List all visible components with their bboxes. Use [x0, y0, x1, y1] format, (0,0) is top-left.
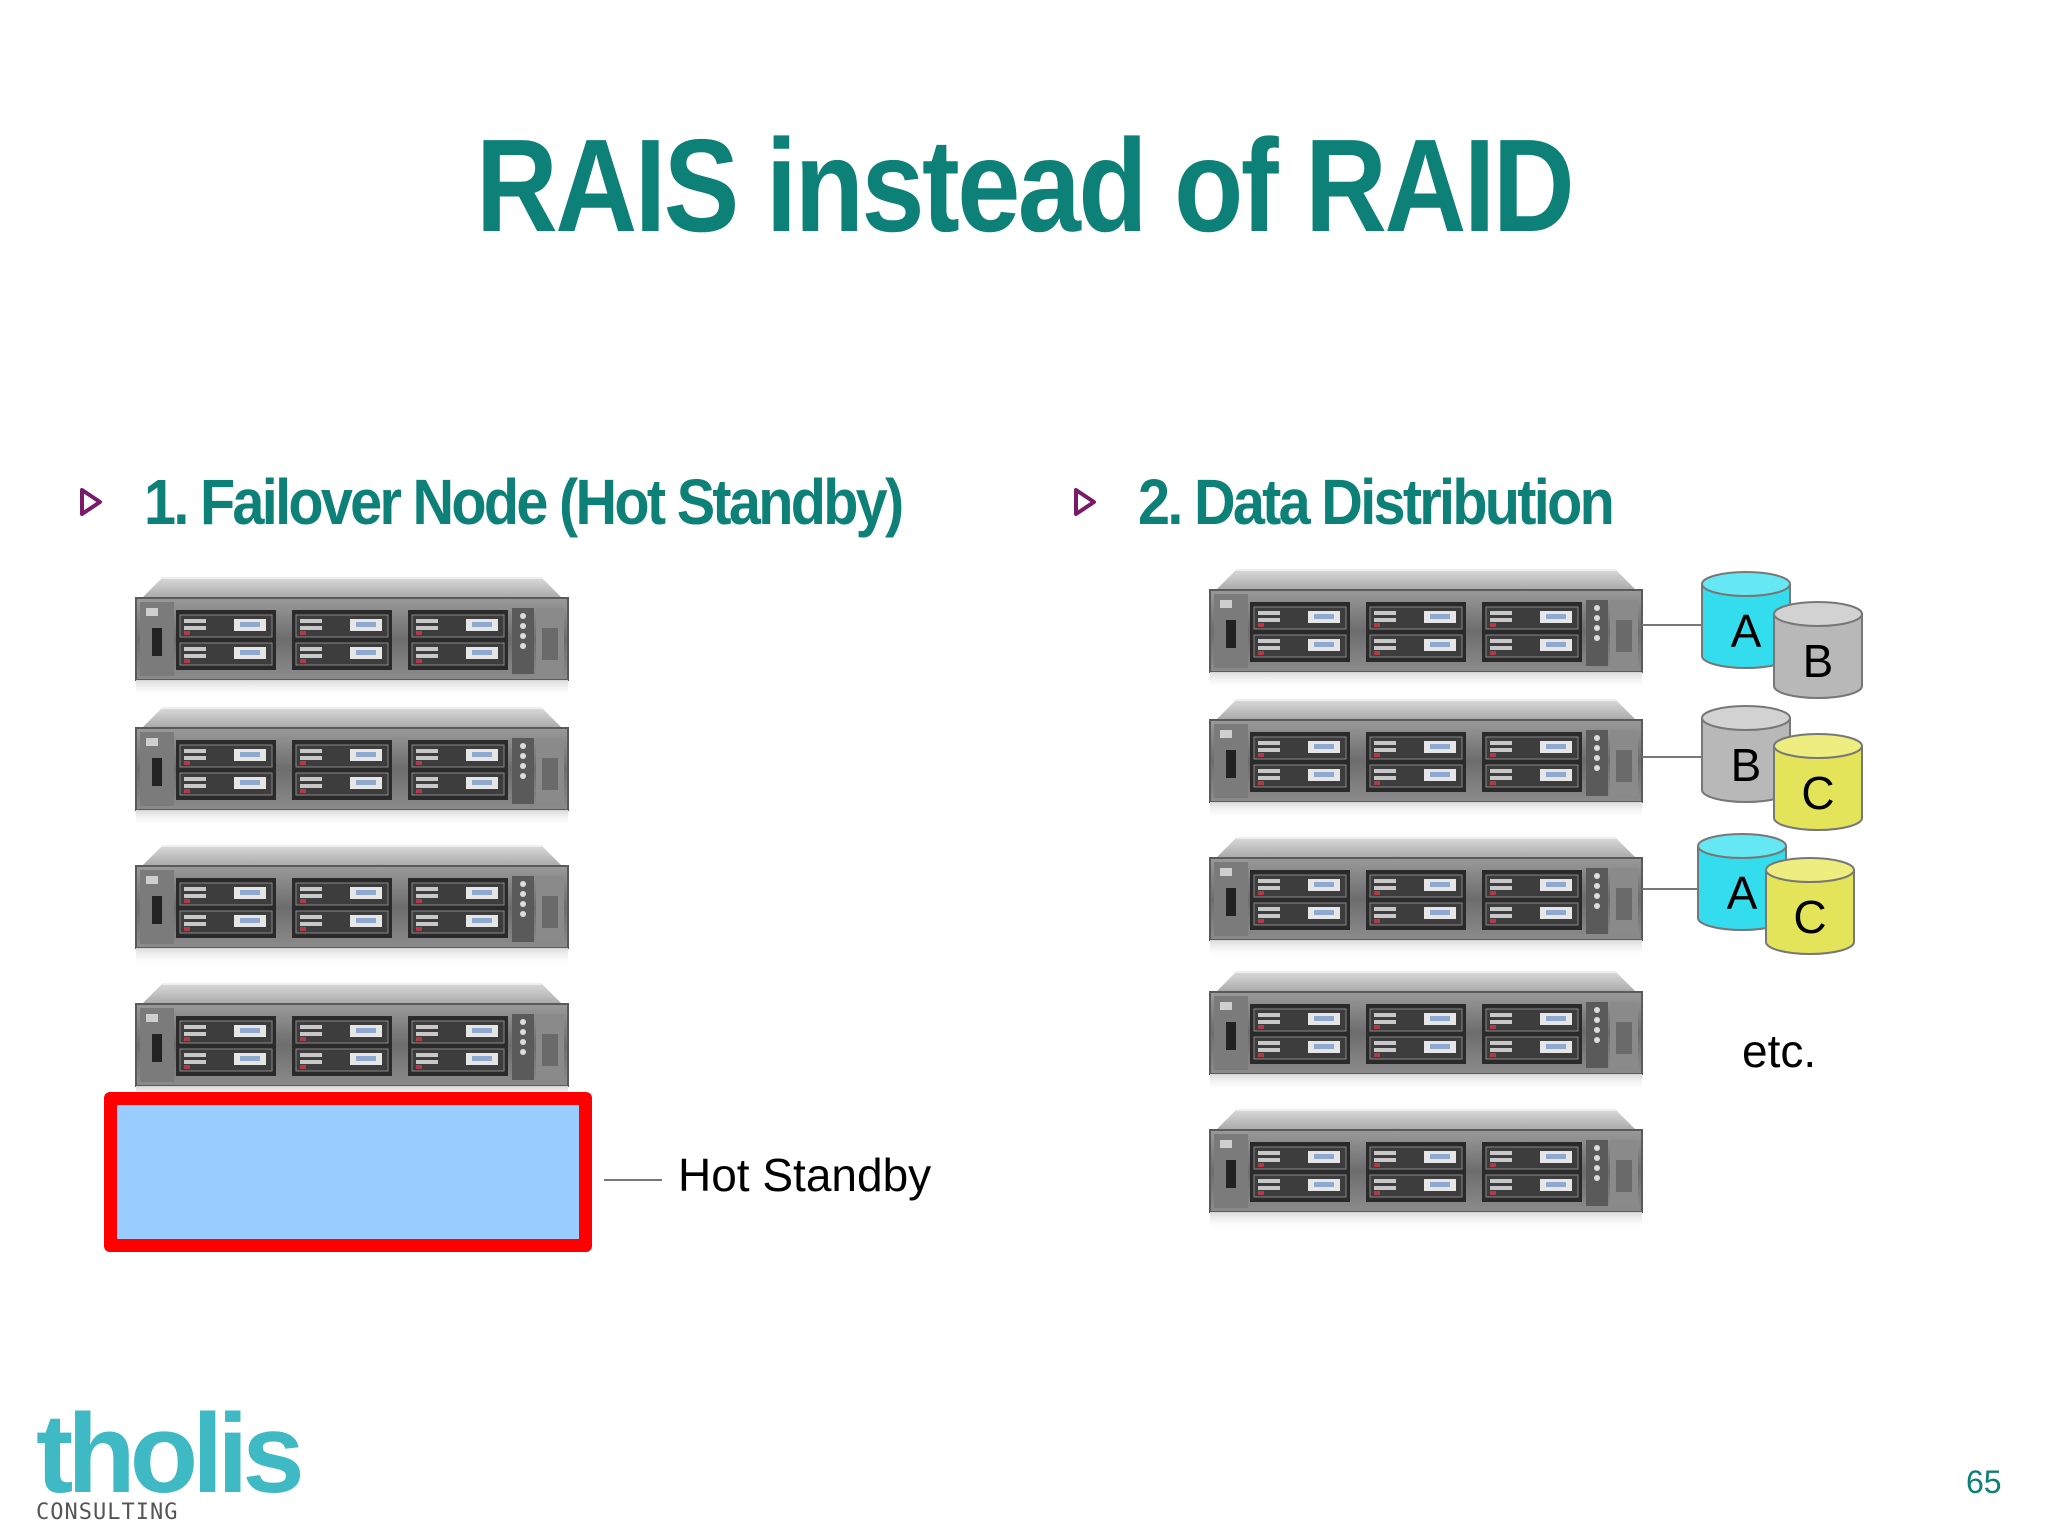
disk-gray: B [1772, 600, 1864, 700]
server-node-4 [132, 978, 572, 1108]
disk-connector [1642, 624, 1704, 626]
server-node-2 [132, 702, 572, 832]
page-number: 65 [1966, 1464, 2002, 1500]
disk-connector [1642, 756, 1704, 758]
disk-letter: A [1726, 867, 1758, 919]
disk-letter: B [1730, 739, 1762, 791]
disk-letter: C [1793, 891, 1827, 943]
bullet-text: 2. Data Distribution [1138, 466, 1615, 538]
disk-yellow: C [1772, 732, 1864, 832]
bullet-arrow-icon [1074, 488, 1096, 516]
server-node-b [1206, 694, 1646, 824]
server-node-e [1206, 1104, 1646, 1234]
disk-letter: C [1801, 767, 1835, 819]
server-node-a [1206, 564, 1646, 694]
disk-yellow: C [1764, 856, 1856, 956]
bullet-text: 1. Failover Node (Hot Standby) [144, 466, 904, 538]
tholis-logo: tholis [36, 1391, 305, 1516]
tholis-logo-subtitle: CONSULTING [36, 1500, 179, 1525]
bullet-data-distribution: 2. Data Distribution [1072, 462, 1665, 542]
server-node-1 [132, 572, 572, 702]
server-node-3 [132, 840, 572, 970]
standby-connector [604, 1179, 662, 1181]
server-node-c [1206, 832, 1646, 962]
disk-cyan: A [1700, 570, 1792, 670]
disk-connector [1642, 888, 1704, 890]
disk-letter: B [1802, 635, 1834, 687]
disk-cyan: A [1696, 832, 1788, 932]
disk-gray: B [1700, 704, 1792, 804]
server-node-d [1206, 966, 1646, 1096]
bullet-arrow-icon [80, 488, 102, 516]
slide-title: RAIS instead of RAID [475, 112, 1575, 259]
hot-standby-label: Hot Standby [678, 1149, 932, 1201]
disk-letter: A [1730, 605, 1762, 657]
bullet-failover: 1. Failover Node (Hot Standby) [78, 462, 986, 542]
hot-standby-node [104, 1092, 592, 1252]
etc-label: etc. [1742, 1025, 1817, 1077]
